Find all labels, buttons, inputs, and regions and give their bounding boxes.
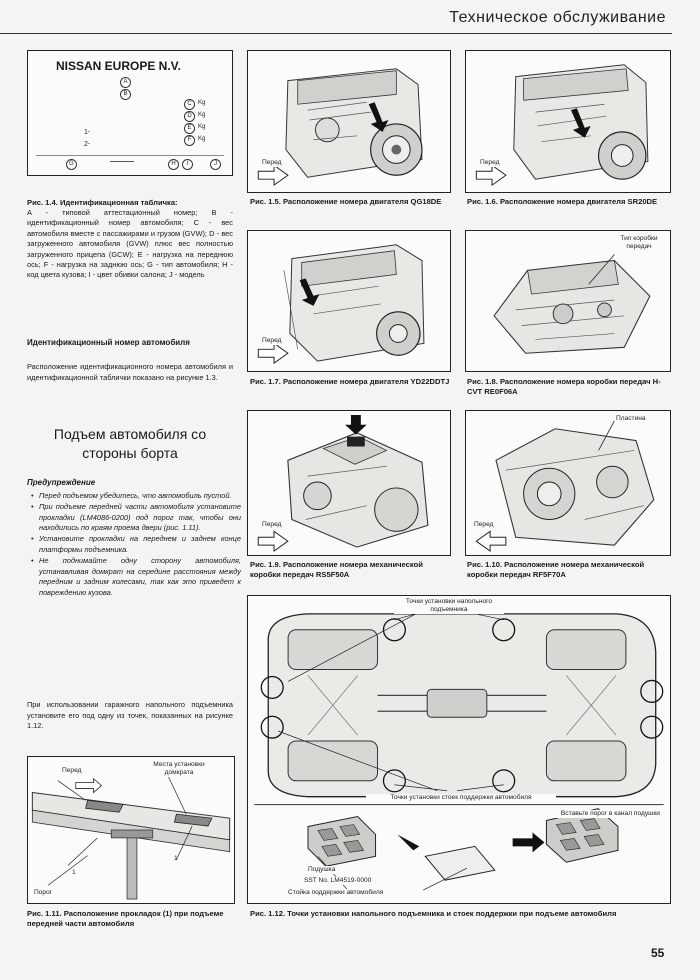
fig-1-11-sill-label: Порог	[34, 889, 53, 897]
fig-1-7-drawing	[257, 244, 425, 365]
plate-letter-f: F	[184, 135, 195, 146]
fig-1-8-caption: Рис. 1.8. Расположение номера коробки пе…	[467, 377, 661, 396]
fig-1-5-image: Перед	[247, 50, 451, 193]
plate-brand: NISSAN EUROPE N.V.	[56, 59, 181, 73]
fig-1-7-caption: Рис. 1.7. Расположение номера двигателя …	[250, 377, 450, 386]
plate-letter-h: H	[168, 159, 179, 170]
plate-kg-f: Kg	[198, 136, 206, 142]
fig-1-6-drawing	[475, 64, 649, 187]
fig-1-12-stand-label: Стойка поддержки автомобиля	[288, 889, 384, 897]
fig-1-10-caption: Рис. 1.10. Расположение номера механичес…	[467, 560, 645, 579]
plate-letter-d: D	[184, 111, 195, 122]
fig-1-8-drawing	[493, 254, 651, 354]
warning-item: Перед подъемом убедитесь, что автомобиль…	[31, 491, 241, 502]
plate-letter-a: A	[120, 77, 131, 88]
fig-1-10-front-label: Перед	[474, 521, 494, 529]
fig-1-11-num-right: 1	[174, 855, 178, 862]
header-rule	[0, 33, 672, 34]
fig-1-12-insert-label: Вставьте порог в канал подушки	[510, 810, 660, 818]
fig-1-9-image: Перед	[247, 410, 451, 556]
fig-1-11-front-label: Перед	[62, 767, 82, 775]
plate-row-1: 1-	[84, 129, 91, 136]
fig-1-6-caption: Рис. 1.6. Расположение номера двигателя …	[467, 197, 658, 206]
fig-1-5-caption: Рис. 1.5. Расположение номера двигателя …	[250, 197, 442, 206]
vin-heading: Идентификационный номер автомобиля	[27, 338, 190, 347]
warning-title: Предупреждение	[27, 478, 96, 487]
warning-item: Не поднимайте одну сторону автомобиля, у…	[31, 556, 241, 598]
warning-item: Установите прокладки на переднем и задне…	[31, 534, 241, 555]
fig-1-12-drawing	[254, 607, 664, 891]
plate-letter-e: E	[184, 123, 195, 134]
fig-1-11-image: Перед Места установки домкрата 1 1 Порог	[27, 756, 235, 904]
fig-1-4-caption-title: Рис. 1.4. Идентификационная табличка:	[27, 198, 178, 207]
plate-row-2: 2-	[84, 141, 91, 148]
fig-1-4-plate: NISSAN EUROPE N.V. A B C Kg D Kg E Kg F …	[27, 50, 233, 176]
plate-letter-i: I	[182, 159, 193, 170]
fig-1-11-drawing	[31, 772, 231, 900]
fig-1-10-drawing	[475, 420, 655, 553]
lift-body: При использовании гаражного напольного п…	[27, 700, 233, 731]
fig-1-11-num-left: 1	[72, 869, 76, 876]
page-number: 55	[651, 946, 665, 960]
fig-1-8-type-label: Тип коробки передач	[612, 235, 666, 251]
page-header-title: Техническое обслуживание	[449, 9, 666, 26]
fig-1-12-pad-label: Подушка	[308, 866, 336, 874]
lift-heading: Подъем автомобиля со стороны борта	[53, 426, 207, 461]
warning-item: При подъеме передней части автомобиля ус…	[31, 502, 241, 534]
plate-letter-j: J	[210, 159, 221, 170]
fig-1-12-bottom-label: Точки установки стоек поддержки автомоби…	[366, 794, 556, 802]
fig-1-9-drawing	[257, 414, 429, 553]
fig-1-12-caption: Рис. 1.12. Точки установки напольного по…	[250, 909, 617, 918]
fig-1-5-front-label: Перед	[262, 159, 282, 167]
plate-letter-b: B	[120, 89, 131, 100]
fig-1-9-caption: Рис. 1.9. Расположение номера механическ…	[250, 560, 423, 579]
warning-list: Перед подъемом убедитесь, что автомобиль…	[30, 491, 241, 599]
fig-1-11-places-label: Места установки домкрата	[144, 761, 214, 777]
fig-1-12-sst-label: SST No. LM4519-0000	[304, 877, 372, 885]
fig-1-10-image: Перед Пластина	[465, 410, 671, 556]
plate-letter-g: G	[66, 159, 77, 170]
fig-1-4-caption-body: A - типовой аттестационный номер; B - ид…	[27, 208, 233, 280]
plate-kg-c: Kg	[198, 100, 206, 106]
fig-1-7-front-label: Перед	[262, 337, 282, 345]
fig-1-5-drawing	[257, 68, 423, 187]
plate-letter-c: C	[184, 99, 195, 110]
fig-1-8-image: Тип коробки передач	[465, 230, 671, 372]
fig-1-6-front-label: Перед	[480, 159, 500, 167]
fig-1-6-image: Перед	[465, 50, 671, 193]
fig-1-12-top-label: Точки установки напольного подъемника	[394, 598, 504, 614]
fig-1-12-image: Точки установки напольного подъемника То…	[247, 595, 671, 904]
fig-1-7-image: Перед	[247, 230, 451, 372]
fig-1-11-caption: Рис. 1.11. Расположение прокладок (1) пр…	[27, 909, 224, 928]
vin-body: Расположение идентификационного номера а…	[27, 362, 233, 382]
fig-1-10-plate-label: Пластина	[616, 415, 646, 423]
plate-kg-d: Kg	[198, 112, 206, 118]
fig-1-9-front-label: Перед	[262, 521, 282, 529]
plate-kg-e: Kg	[198, 124, 206, 130]
